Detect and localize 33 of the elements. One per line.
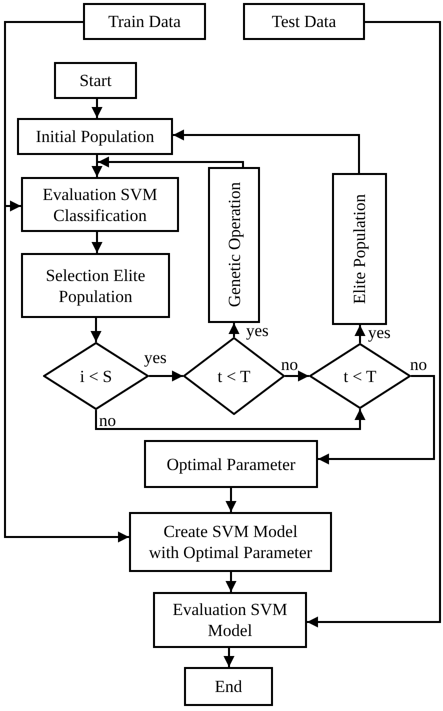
arrow xyxy=(224,648,234,667)
edge-label: no xyxy=(410,355,427,375)
process-box: Selection Elite Population xyxy=(21,253,170,318)
arrow xyxy=(228,323,240,337)
arrow xyxy=(92,232,102,253)
arrow xyxy=(354,325,366,343)
terminal-box: End xyxy=(184,667,273,706)
arrow xyxy=(4,21,129,542)
process-box: Evaluation SVM Model xyxy=(153,592,307,648)
process-box: Initial Population xyxy=(17,118,173,155)
arrow xyxy=(285,370,309,382)
arrow xyxy=(318,375,435,464)
arrow xyxy=(92,99,102,118)
arrow xyxy=(92,155,102,177)
edge-label: yes xyxy=(368,323,391,343)
arrow xyxy=(226,488,236,512)
arrow xyxy=(98,156,244,168)
arrow xyxy=(307,21,441,628)
process-box: Create SVM Model with Optimal Parameter xyxy=(129,512,332,572)
process-box: Genetic Operation xyxy=(208,167,260,323)
arrow xyxy=(95,409,366,430)
arrow xyxy=(173,130,360,173)
terminal-box: Start xyxy=(54,62,137,99)
arrow xyxy=(226,572,236,592)
process-box: Optimal Parameter xyxy=(144,440,318,488)
edge-label: no xyxy=(99,411,116,431)
arrow xyxy=(149,370,183,382)
decision-diamond: t < T xyxy=(309,343,411,409)
arrow xyxy=(90,318,102,342)
input-box: Train Data xyxy=(83,3,206,40)
input-box: Test Data xyxy=(243,3,365,40)
process-box: Evaluation SVM Classification xyxy=(21,177,179,232)
process-box: Elite Population xyxy=(332,173,387,325)
